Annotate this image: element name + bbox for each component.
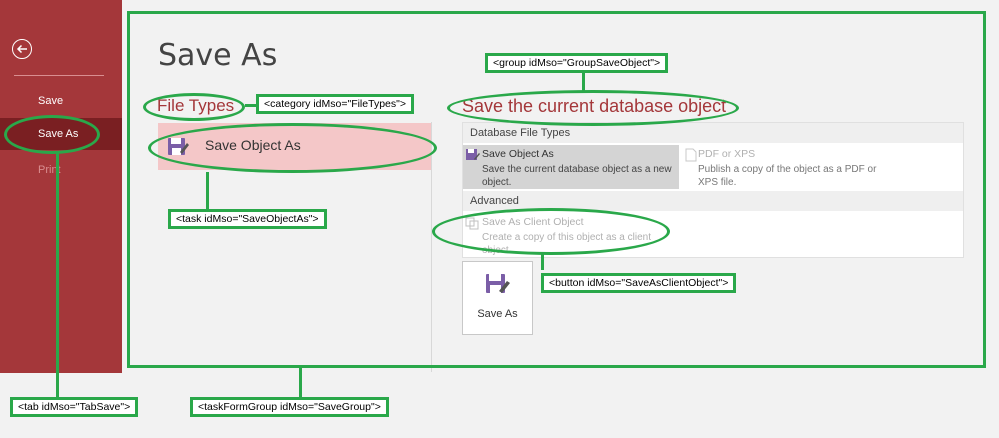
save-object-small-icon xyxy=(466,149,480,160)
button-connector-line xyxy=(541,253,544,270)
group-connector-line xyxy=(582,71,585,93)
page-title: Save As xyxy=(158,38,278,73)
annotation-button: <button idMso="SaveAsClientObject"> xyxy=(541,273,737,293)
taskformgroup-outline xyxy=(127,11,986,368)
save-as-button[interactable] xyxy=(462,261,533,335)
option-description-line1: Save the current database object as a ne… xyxy=(482,164,672,175)
category-highlight-ellipse xyxy=(143,93,245,121)
nav-item-save[interactable]: Save xyxy=(38,95,64,107)
section-header-database: Database File Types xyxy=(463,123,963,143)
save-as-button-label: Save As xyxy=(477,308,518,320)
tab-highlight-ellipse xyxy=(4,115,100,154)
taskformgroup-connector-line xyxy=(299,368,302,398)
back-button[interactable] xyxy=(12,39,32,59)
category-connector-line xyxy=(245,104,257,107)
annotation-group: <group idMso="GroupSaveObject"> xyxy=(485,53,669,73)
option-description-line2: object. xyxy=(482,177,512,188)
section-header-advanced: Advanced xyxy=(463,191,963,211)
back-arrow-icon xyxy=(16,44,27,54)
save-as-icon xyxy=(486,274,510,293)
task-highlight-ellipse xyxy=(148,123,437,173)
nav-item-print[interactable]: Print xyxy=(38,164,61,176)
option-pdf-description-line2: XPS file. xyxy=(698,177,737,188)
column-divider xyxy=(431,122,432,372)
button-highlight-ellipse xyxy=(432,208,670,255)
option-pdf-description-line1: Publish a copy of the object as a PDF or xyxy=(698,164,877,175)
annotation-taskformgroup: <taskFormGroup idMso="SaveGroup"> xyxy=(190,397,389,417)
task-connector-line xyxy=(206,172,209,209)
group-highlight-ellipse xyxy=(447,90,739,126)
option-title: Save Object As xyxy=(482,148,554,160)
option-pdf-title[interactable]: PDF or XPS xyxy=(698,148,756,160)
tab-connector-line xyxy=(56,152,59,397)
annotation-category: <category idMso="FileTypes"> xyxy=(256,94,414,114)
annotation-task: <task idMso="SaveObjectAs"> xyxy=(168,209,327,229)
nav-divider xyxy=(14,75,104,76)
pdf-document-icon xyxy=(685,148,697,162)
backstage-nav xyxy=(0,0,122,373)
option-save-object-as[interactable] xyxy=(463,145,679,189)
annotation-tab: <tab idMso="TabSave"> xyxy=(10,397,139,417)
